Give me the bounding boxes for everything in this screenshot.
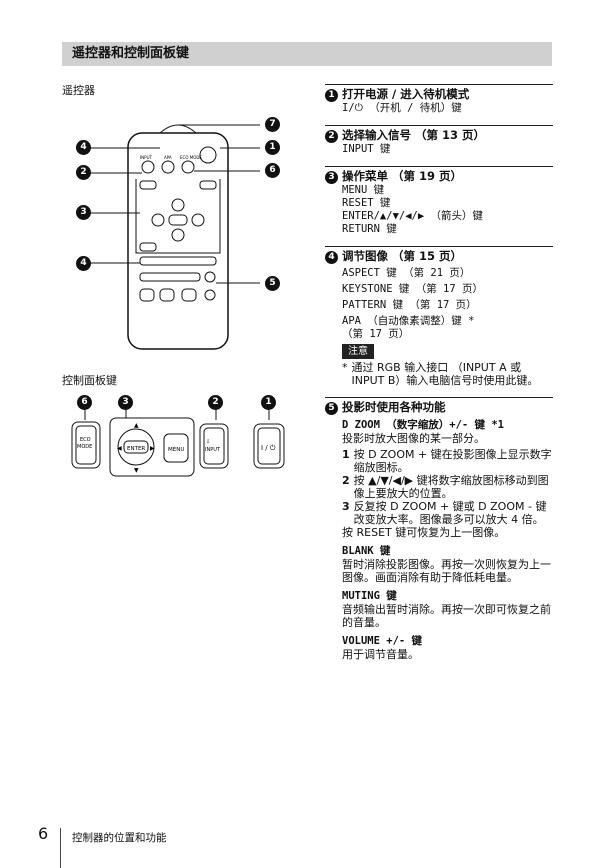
- svg-text:▲: ▲: [134, 422, 139, 429]
- section-title: 打开电源 / 进入待机模式: [342, 87, 470, 101]
- remote-label: 遥控器: [62, 84, 95, 97]
- panel-callout-3: 3: [118, 395, 133, 410]
- section-line: I/⏻ （开机 / 待机）键: [342, 102, 462, 114]
- page-number: 6: [38, 824, 49, 843]
- section-1: 1 打开电源 / 进入待机模式 I/⏻ （开机 / 待机）键: [325, 84, 553, 115]
- svg-text:INPUT: INPUT: [140, 155, 153, 160]
- section-header: 遥控器和控制面板键: [62, 42, 552, 66]
- panel-callout-2: 2: [208, 395, 223, 410]
- note-text: 通过 RGB 输入接口 （INPUT A 或 INPUT B）输入电脑信号时使用…: [351, 361, 539, 387]
- svg-text:▼: ▼: [134, 467, 139, 474]
- dzoom-reset: 按 RESET 键可恢复为上一图像。: [342, 526, 506, 539]
- muting-title: MUTING 键: [342, 590, 397, 602]
- dzoom-step: 反复按 D ZOOM + 键或 D ZOOM - 键改变放大率。图像最多可以放大…: [353, 500, 547, 526]
- remote-illustration: INPUT APA ECO MODE: [90, 124, 260, 350]
- callout-2: 2: [76, 165, 91, 180]
- section-line: （第 17 页）: [342, 328, 410, 340]
- section-line: KEYSTONE 键 （第 17 页）: [342, 283, 484, 295]
- section-4: 4 调节图像 （第 15 页） ASPECT 键 （第 21 页） KEYSTON…: [325, 246, 553, 387]
- callout-4a: 4: [76, 140, 91, 155]
- note-badge: 注意: [342, 344, 374, 359]
- panel-callout-6: 6: [77, 395, 92, 410]
- section-num: 5: [325, 402, 338, 415]
- callout-4b: 4: [76, 256, 91, 271]
- section-line: RESET 键: [342, 197, 391, 209]
- section-3: 3 操作菜单 （第 19 页） MENU 键 RESET 键 ENTER/▲/▼/…: [325, 166, 553, 236]
- svg-text:ENTER: ENTER: [127, 446, 145, 452]
- section-line: PATTERN 键 （第 17 页）: [342, 299, 477, 311]
- dzoom-step: 按 D ZOOM + 键在投影图像上显示数字缩放图标。: [353, 448, 552, 474]
- panel-callout-1: 1: [261, 395, 276, 410]
- callout-5: 5: [265, 276, 280, 291]
- svg-text:INPUT: INPUT: [205, 447, 221, 453]
- section-line: RETURN 键: [342, 223, 397, 235]
- section-5: 5 投影时使用各种功能: [325, 397, 553, 415]
- muting-desc: 音频输出暂时消除。再按一次即可恢复之前的音量。: [342, 603, 551, 629]
- section-title: 操作菜单 （第 19 页）: [342, 169, 463, 183]
- section-title: 选择输入信号 （第 13 页）: [342, 128, 486, 142]
- section-2: 2 选择输入信号 （第 13 页） INPUT 键: [325, 125, 553, 156]
- svg-text:▶: ▶: [150, 445, 155, 452]
- section-title: 调节图像 （第 15 页）: [342, 249, 463, 263]
- blank-desc: 暂时消除投影图像。再按一次则恢复为上一图像。画面消除有助于降低耗电量。: [342, 558, 551, 584]
- svg-text:⇩: ⇩: [206, 439, 210, 445]
- dzoom-title: D ZOOM （数字缩放）+/- 键 *1: [342, 419, 505, 431]
- svg-text:ECO MODE: ECO MODE: [180, 155, 202, 160]
- svg-text:◀: ◀: [117, 445, 122, 452]
- callout-7: 7: [265, 117, 280, 132]
- svg-text:I / ⏻: I / ⏻: [261, 444, 276, 452]
- svg-text:MENU: MENU: [168, 447, 184, 453]
- section-line: MENU 键: [342, 184, 385, 196]
- section-line: INPUT 键: [342, 143, 391, 155]
- panel-label: 控制面板键: [62, 374, 117, 387]
- callout-6: 6: [265, 163, 280, 178]
- note-text-row: *通过 RGB 输入接口 （INPUT A 或 INPUT B）输入电脑信号时使…: [342, 361, 553, 387]
- volume-title: VOLUME +/- 键: [342, 635, 423, 647]
- svg-text:ECO: ECO: [80, 437, 91, 443]
- right-column: 1 打开电源 / 进入待机模式 I/⏻ （开机 / 待机）键 2 选择输入信号 （第…: [325, 84, 553, 661]
- blank-title: BLANK 键: [342, 545, 391, 557]
- section-line: ASPECT 键 （第 21 页）: [342, 267, 471, 279]
- section-num: 3: [325, 171, 338, 184]
- volume-desc: 用于调节音量。: [342, 648, 419, 661]
- callout-3: 3: [76, 205, 91, 220]
- callout-1: 1: [265, 140, 280, 155]
- svg-text:MODE: MODE: [77, 444, 92, 450]
- section-num: 1: [325, 89, 338, 102]
- dzoom-desc: 投影时放大图像的某一部分。: [342, 432, 485, 445]
- section-line: APA （自动像素调整）键 *: [342, 315, 475, 327]
- section-line: ENTER/▲/▼/◀/▶ （箭头）键: [342, 210, 484, 222]
- dzoom-step: 按 ▲/▼/◀/▶ 键将数字缩放图标移动到图像上要放大的位置。: [353, 474, 549, 500]
- footer-divider: [60, 828, 61, 868]
- section-title: 投影时使用各种功能: [342, 400, 446, 414]
- section-num: 2: [325, 130, 338, 143]
- footer-title: 控制器的位置和功能: [72, 832, 167, 844]
- section-num: 4: [325, 251, 338, 264]
- svg-text:APA: APA: [164, 155, 172, 160]
